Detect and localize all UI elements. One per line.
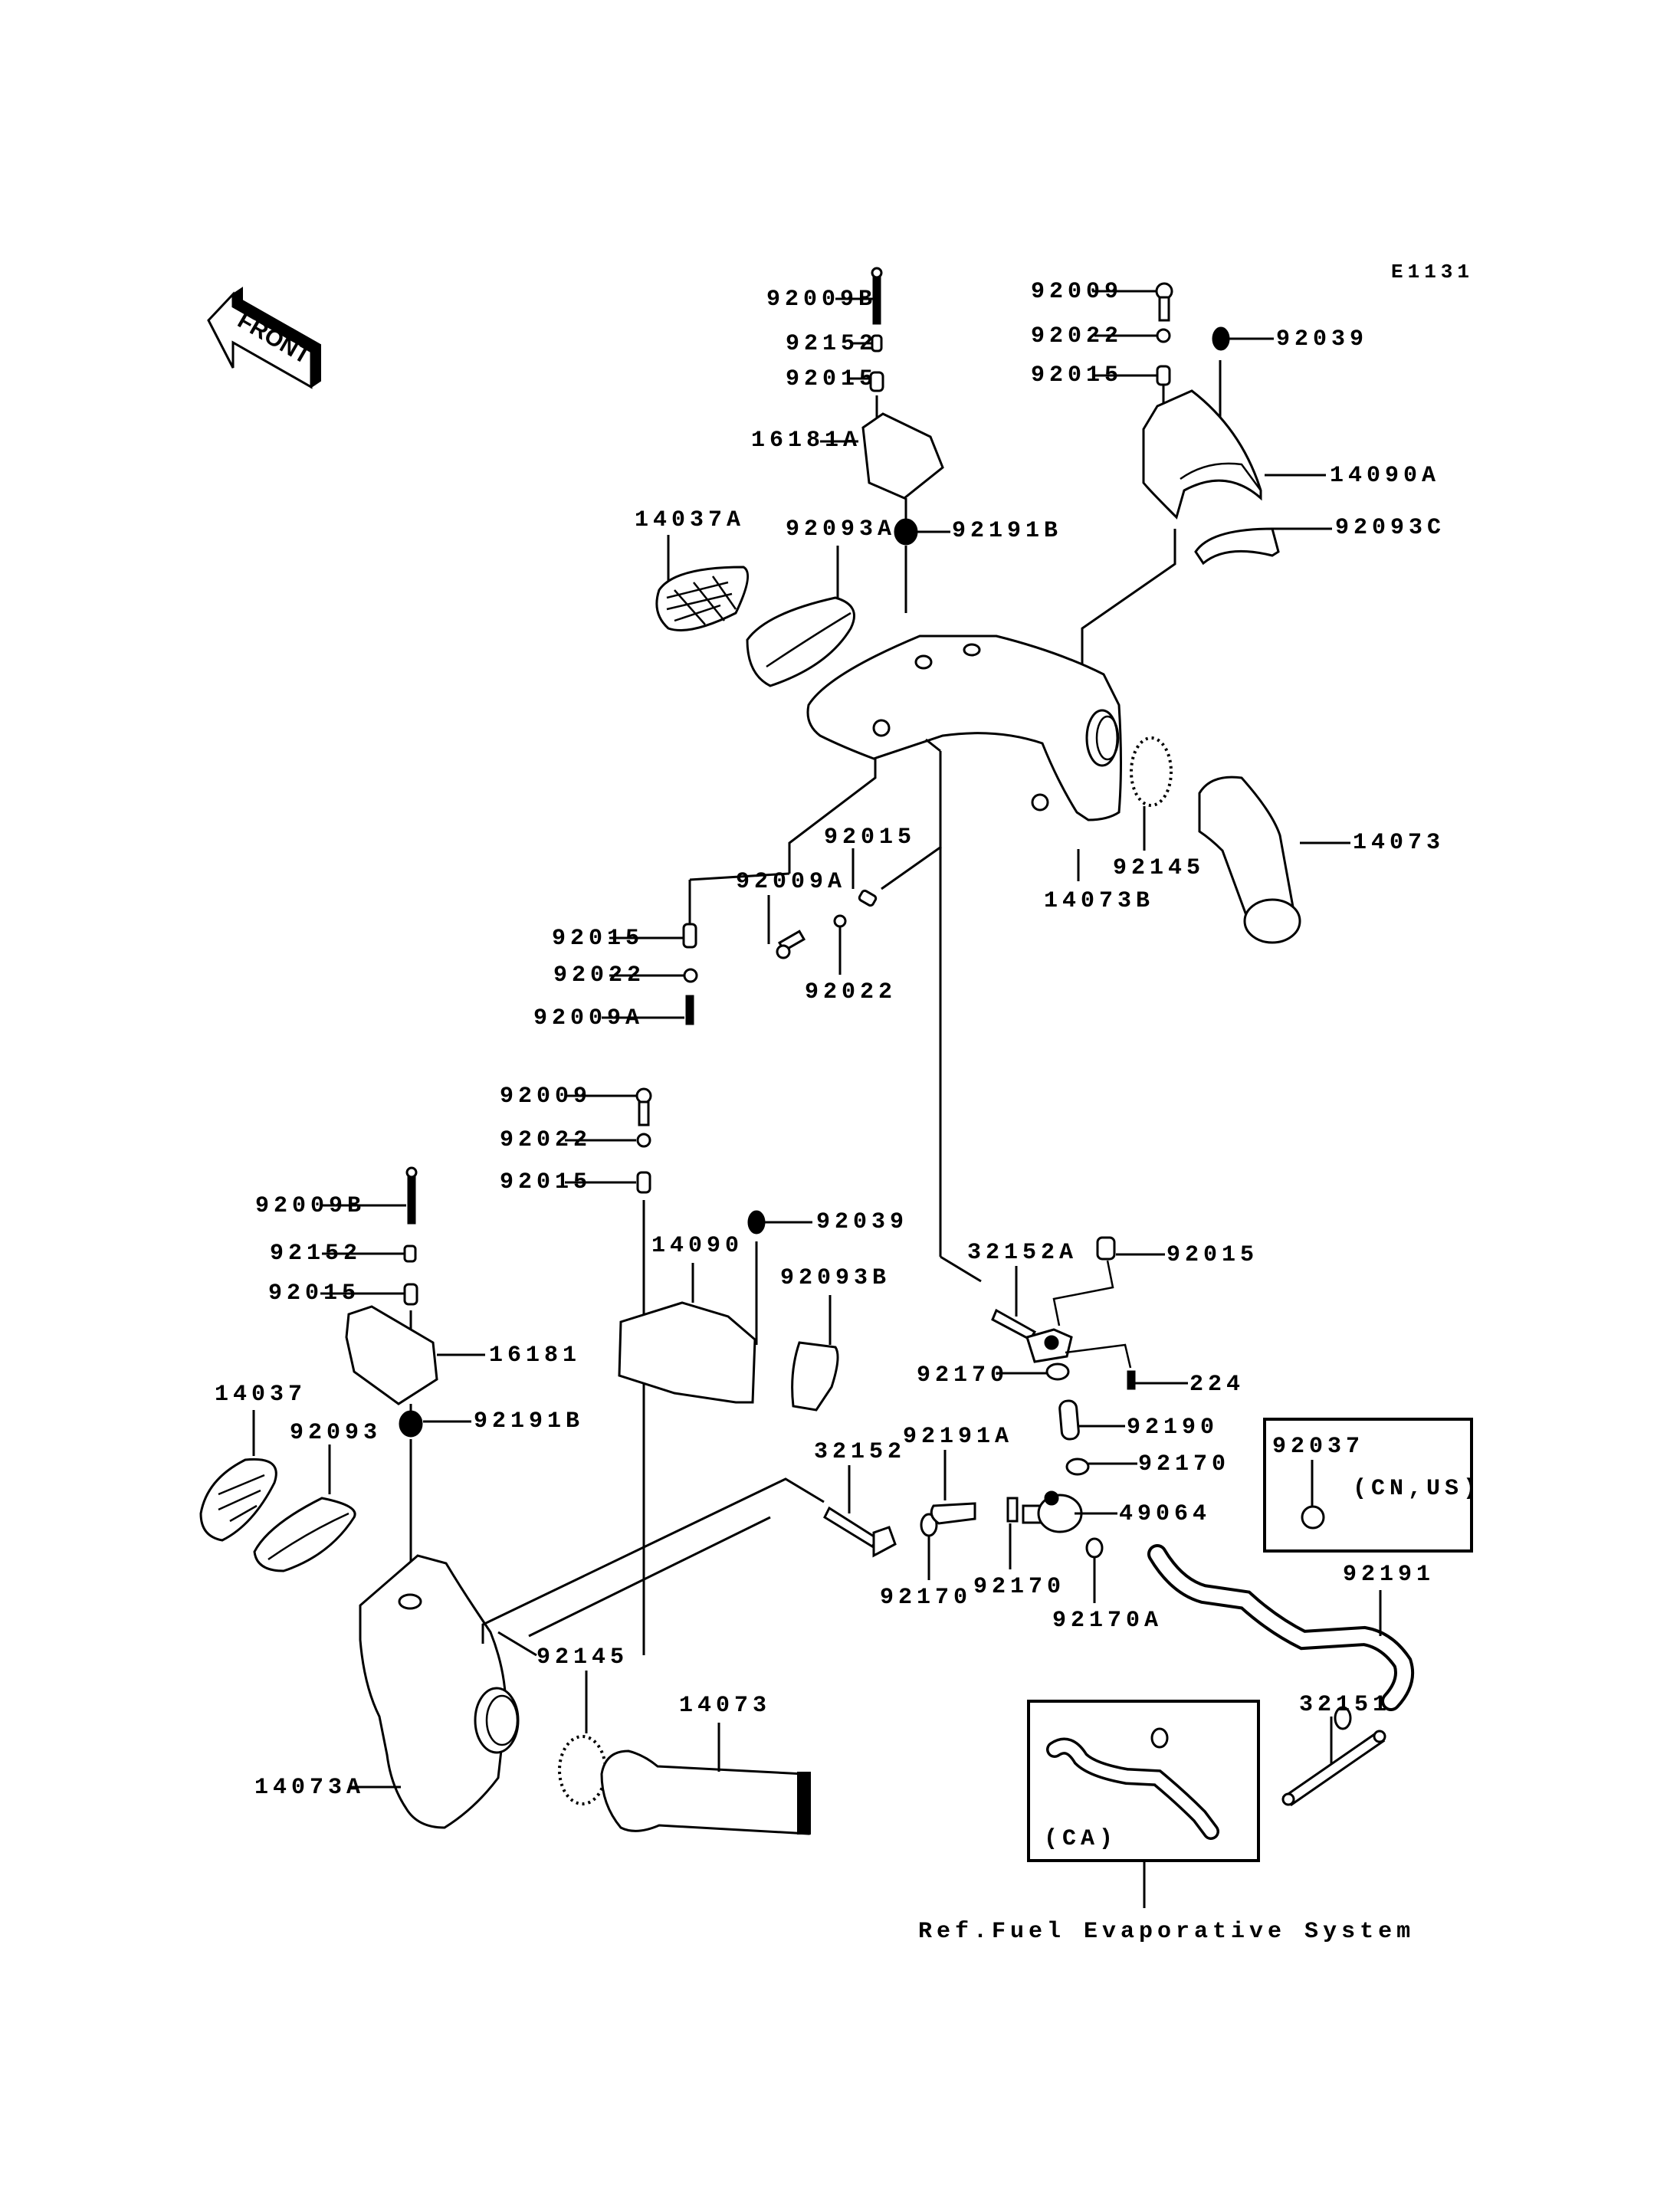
label-14090: 14090 — [651, 1233, 743, 1259]
bolt-icon — [1212, 326, 1230, 351]
washer-icon — [636, 1133, 651, 1148]
hose-clamp-icon — [1065, 1458, 1090, 1476]
label-92093c: 92093C — [1335, 515, 1445, 541]
label-49064: 49064 — [1119, 1501, 1211, 1527]
label-14073-lower: 14073 — [679, 1693, 771, 1719]
label-92145-lower: 92145 — [536, 1644, 628, 1671]
collar-icon — [682, 923, 697, 949]
bolt-icon — [407, 1171, 416, 1225]
collar-icon — [869, 371, 884, 392]
label-92191a: 92191A — [903, 1424, 1013, 1450]
label-92015-upper-c: 92015 — [824, 825, 916, 851]
bolt-icon — [872, 270, 881, 325]
bolt-icon — [685, 995, 694, 1025]
collar-icon — [858, 889, 878, 907]
collar-icon — [871, 334, 883, 353]
label-92170-drain-2: 92170 — [1138, 1451, 1230, 1477]
label-14073b: 14073B — [1044, 888, 1154, 914]
collar-icon — [1096, 1236, 1116, 1261]
diagram-code: E1131 — [1391, 261, 1474, 284]
bolt-icon — [747, 1210, 766, 1235]
inset-note-ca: (CA) — [1044, 1826, 1117, 1852]
bolt-icon — [635, 1087, 652, 1104]
seal-icon — [746, 596, 855, 687]
hose-clamp-icon — [1045, 1362, 1070, 1381]
label-92039-upper: 92039 — [1276, 326, 1368, 353]
air-cleaner-cover-icon — [345, 1305, 438, 1405]
duct-cover-icon — [618, 1301, 756, 1404]
label-92022-upper-2: 92022 — [805, 979, 897, 1005]
air-cleaner-cover-icon — [861, 412, 944, 500]
inset-note-cn-us: (CN,US) — [1353, 1476, 1481, 1502]
reference-note: Ref.Fuel Evaporative System — [918, 1919, 1415, 1945]
washer-icon — [683, 968, 698, 983]
label-14037: 14037 — [215, 1382, 307, 1408]
collar-icon — [1156, 365, 1171, 386]
label-14037a: 14037A — [635, 507, 745, 533]
label-92093: 92093 — [290, 1420, 382, 1446]
label-92170-drain-1: 92170 — [917, 1362, 1009, 1389]
label-14090a: 14090A — [1330, 463, 1440, 489]
air-cleaner-housing-icon — [806, 635, 1122, 821]
label-92190: 92190 — [1127, 1415, 1219, 1441]
drain-pipe-icon — [1281, 1732, 1386, 1806]
label-16181: 16181 — [489, 1343, 581, 1369]
collar-icon — [403, 1244, 417, 1263]
drain-assembly: 32152A 92015 92170 224 92190 92170 32152 — [814, 1236, 1481, 1945]
collar-icon — [636, 1171, 651, 1194]
label-32152: 32152 — [814, 1439, 906, 1465]
label-92037: 92037 — [1272, 1434, 1364, 1460]
label-92009a-upper-1: 92009A — [736, 869, 846, 895]
intake-duct-icon — [1198, 776, 1297, 928]
grommet-icon — [894, 518, 918, 546]
label-224: 224 — [1189, 1372, 1245, 1398]
hose-clamp-icon — [1006, 1497, 1019, 1523]
intake-duct-icon — [600, 1749, 810, 1835]
clamp-ring-icon — [1130, 736, 1173, 807]
seal-icon — [253, 1497, 356, 1572]
hose-icon — [930, 1502, 976, 1525]
upper-assembly: 92009B 92152 92015 16181A 92191B 14037A … — [533, 267, 1445, 1257]
label-92170a: 92170A — [1052, 1608, 1163, 1634]
label-92093b: 92093B — [780, 1265, 891, 1291]
label-92170-drain-3: 92170 — [880, 1585, 972, 1611]
drain-pipe-icon — [991, 1308, 1037, 1341]
air-cleaner-housing-icon — [359, 1554, 507, 1829]
label-92191b-lower: 92191B — [474, 1408, 584, 1435]
collar-icon — [403, 1283, 418, 1306]
label-92170-drain-4: 92170 — [973, 1574, 1065, 1600]
duct-cover-icon — [1142, 389, 1262, 520]
screw-icon — [1127, 1370, 1136, 1390]
front-arrow-icon: FRONT — [207, 287, 321, 389]
lower-assembly: 92009 92022 92015 92009B 92152 92015 161… — [199, 1084, 908, 1835]
clamp-ring-icon — [558, 1735, 607, 1805]
drain-pipe-icon — [823, 1506, 880, 1549]
label-14073-upper: 14073 — [1353, 830, 1445, 856]
grommet-icon — [399, 1410, 423, 1438]
label-92015-drain: 92015 — [1166, 1242, 1258, 1268]
label-92191b-upper: 92191B — [952, 518, 1062, 544]
seal-icon — [1194, 527, 1280, 566]
label-92145-upper: 92145 — [1113, 855, 1205, 881]
hose-clamp-icon — [1085, 1537, 1104, 1559]
inset-box-cn-us — [1263, 1418, 1473, 1553]
hose-icon — [1058, 1399, 1080, 1441]
label-14073a: 14073A — [254, 1775, 365, 1801]
label-92093a: 92093A — [786, 516, 896, 543]
label-32152a: 32152A — [967, 1240, 1078, 1266]
washer-icon — [1156, 328, 1171, 343]
hose-clamp-icon — [1301, 1505, 1325, 1530]
label-92039-lower: 92039 — [816, 1209, 908, 1235]
washer-icon — [833, 914, 847, 928]
hose-clamp-icon — [1150, 1727, 1169, 1749]
seal-icon — [791, 1341, 839, 1412]
label-32151: 32151 — [1299, 1692, 1391, 1718]
label-92191: 92191 — [1343, 1562, 1435, 1588]
